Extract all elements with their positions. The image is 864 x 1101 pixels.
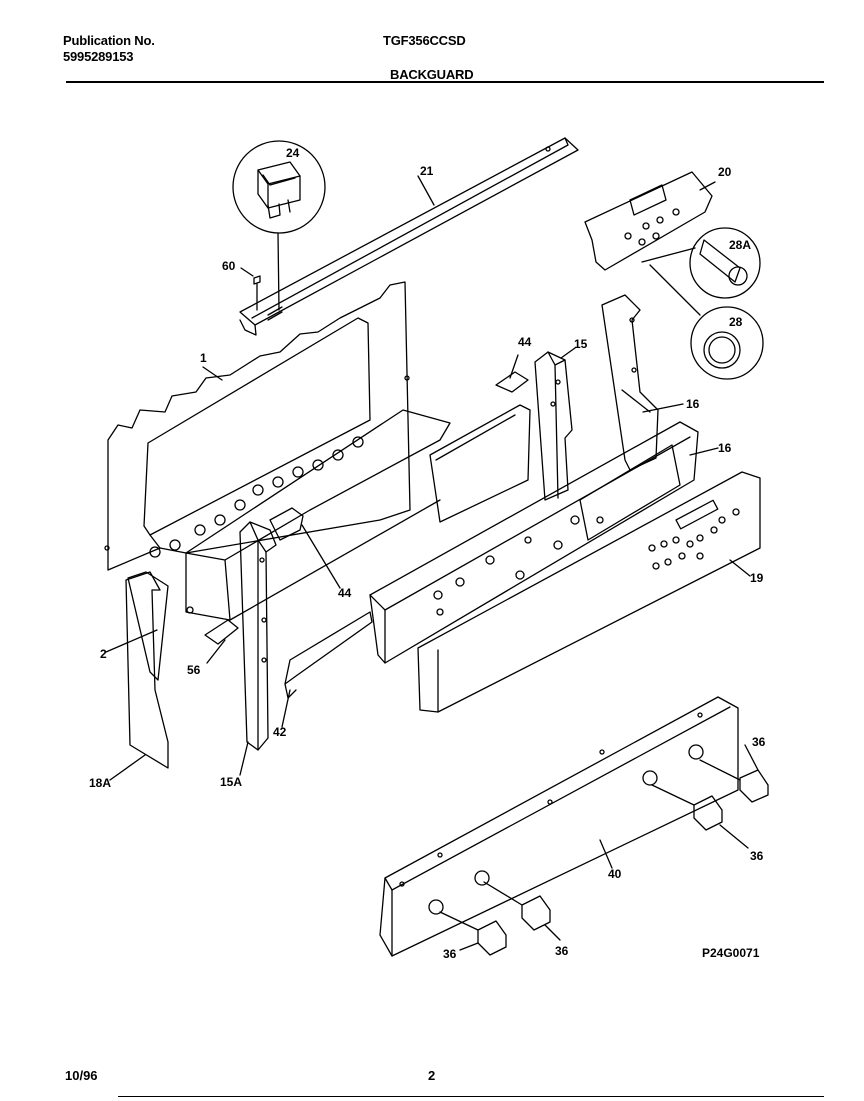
- callout-16-upper: 16: [686, 397, 700, 411]
- manifold-panel: [379, 696, 739, 957]
- end-cap-15: [534, 347, 576, 501]
- glass-panel: [417, 471, 761, 713]
- callout-60: 60: [222, 259, 236, 273]
- callout-21: 21: [420, 164, 434, 178]
- callout-28a: 28A: [729, 238, 751, 252]
- burner-knob-4: [439, 911, 507, 956]
- callout-56: 56: [187, 663, 201, 677]
- callout-36-d: 36: [443, 947, 457, 961]
- footer-page-number: 2: [428, 1068, 436, 1083]
- callout-16-lower: 16: [718, 441, 732, 455]
- callout-36-b: 36: [750, 849, 764, 863]
- screw: [240, 267, 261, 311]
- callout-28: 28: [729, 315, 743, 329]
- footer-rule: [118, 1096, 824, 1097]
- callout-42: 42: [273, 725, 287, 739]
- inner-box: [185, 409, 451, 621]
- callout-24: 24: [286, 146, 300, 160]
- callout-36-c: 36: [555, 944, 569, 958]
- callout-15a: 15A: [220, 775, 242, 789]
- top-trim-strip: [239, 137, 579, 336]
- callout-44-lower: 44: [338, 586, 352, 600]
- callout-15: 15: [574, 337, 588, 351]
- burner-knob-1: [699, 744, 769, 803]
- model-number: TGF356CCSD: [383, 33, 466, 48]
- callout-44-upper: 44: [518, 335, 532, 349]
- callout-36-a: 36: [752, 735, 766, 749]
- publication-number: 5995289153: [63, 49, 134, 64]
- control-frame: [369, 421, 719, 664]
- publication-label: Publication No.: [63, 33, 155, 48]
- callout-2: 2: [100, 647, 107, 661]
- switch-detail: [232, 140, 326, 311]
- bracket-56: [204, 619, 239, 664]
- cover-plate: [429, 404, 531, 523]
- knob-insert-detail: [689, 227, 761, 299]
- burner-knob-2: [651, 784, 749, 849]
- end-cap-15a: [239, 521, 277, 776]
- right-side-trim: [601, 294, 684, 471]
- callout-1: 1: [200, 351, 207, 365]
- backguard-panel: [104, 281, 411, 571]
- diagram-code: P24G0071: [702, 946, 760, 960]
- callout-labels: 24 21 20 60 28A 28 1 44 15 16 16 44 19 2…: [89, 146, 766, 961]
- callout-40: 40: [608, 867, 622, 881]
- side-trim-18a: [109, 571, 169, 781]
- clock-board: [584, 171, 716, 316]
- clip-upper: [495, 354, 529, 393]
- section-title: BACKGUARD: [390, 67, 474, 82]
- header-rule: [66, 81, 824, 83]
- clip-lower: [269, 507, 341, 589]
- knob-detail: [690, 306, 764, 380]
- burner-knob-3: [483, 881, 561, 941]
- callout-19: 19: [750, 571, 764, 585]
- callout-18a: 18A: [89, 776, 111, 790]
- footer-date: 10/96: [65, 1068, 98, 1083]
- callout-20: 20: [718, 165, 732, 179]
- rail-42: [281, 611, 373, 728]
- side-filler: [105, 571, 169, 681]
